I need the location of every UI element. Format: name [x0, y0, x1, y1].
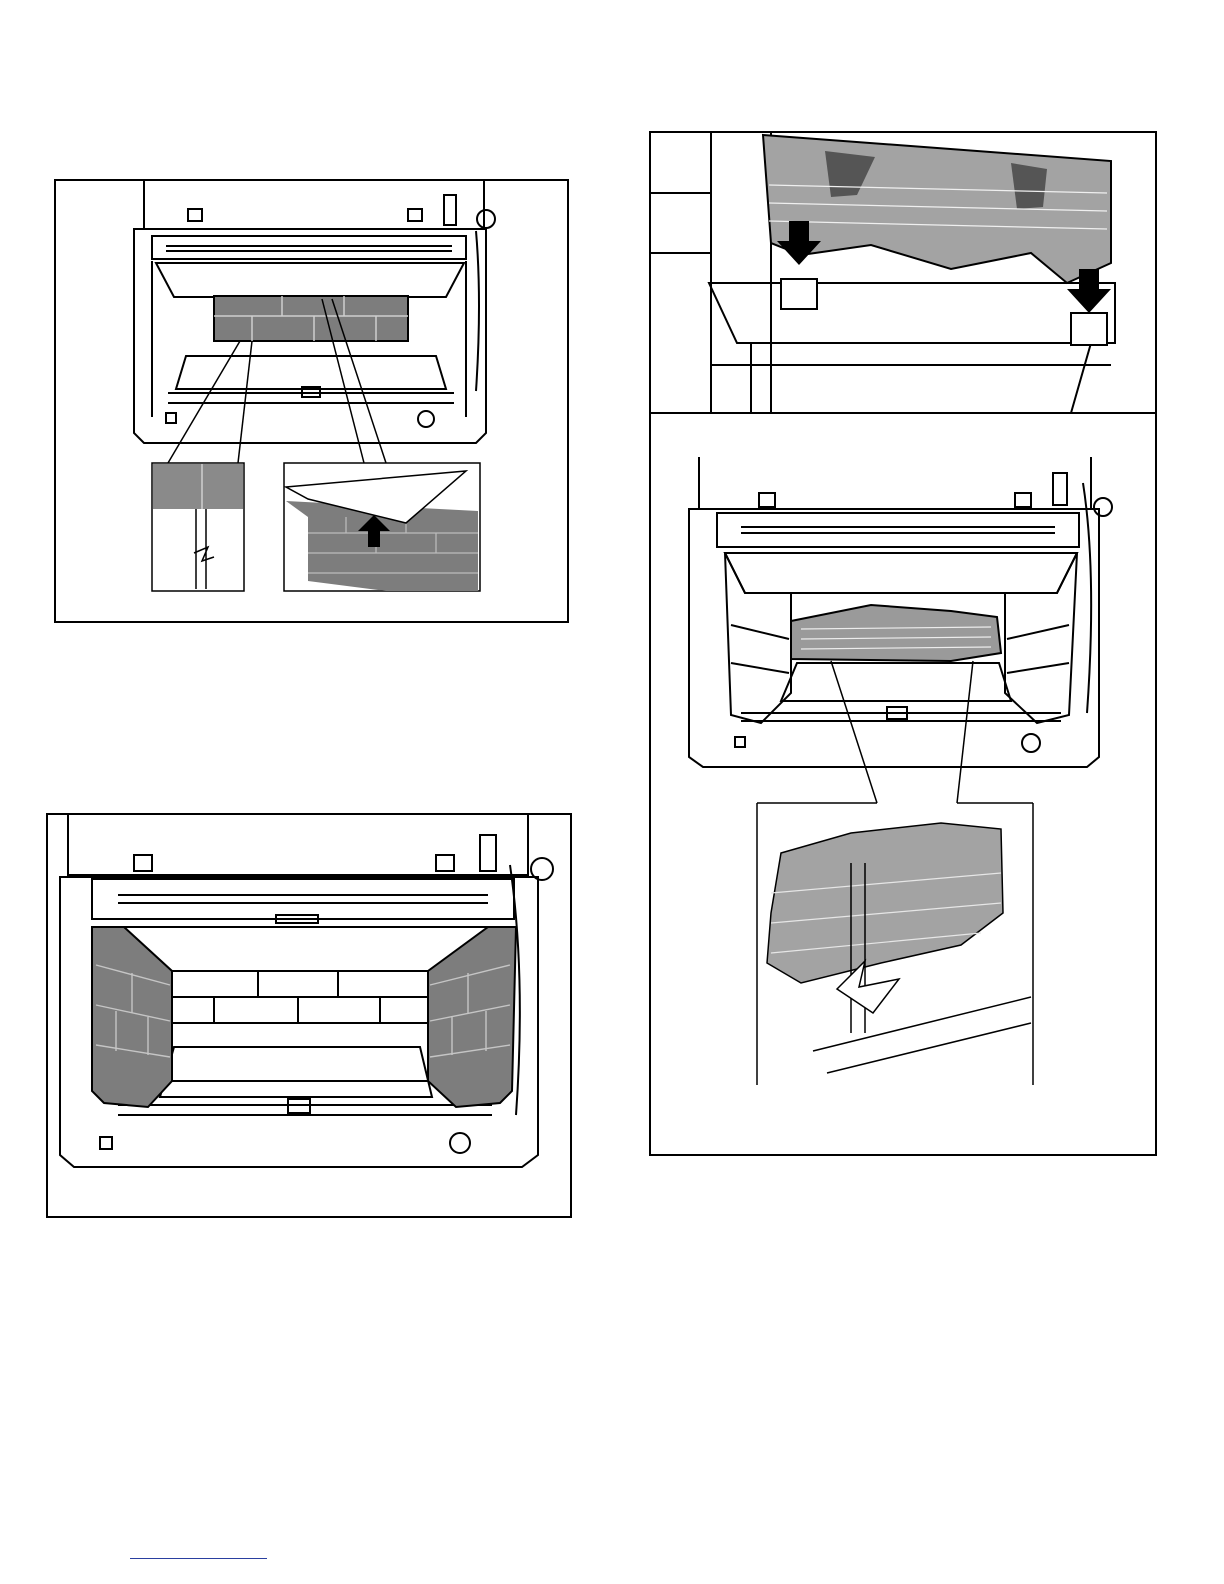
- right-side-brick-panel-shape: [428, 927, 516, 1107]
- figure-side-brick-panels: [46, 813, 572, 1218]
- left-side-brick-panel-shape: [92, 927, 172, 1107]
- footer-rule: [130, 1558, 267, 1559]
- fireplace-log-placement-icon: [651, 133, 1155, 1154]
- detail-inset-log-clip: [757, 803, 1033, 1085]
- log-closeup-detail: [651, 133, 1155, 413]
- detail-inset-clip: [152, 463, 244, 591]
- fireplace-side-brick-panels-icon: [48, 815, 570, 1216]
- rear-brick-panel-shape: [214, 296, 408, 341]
- figure-rear-brick-panel: [54, 179, 569, 623]
- fireplace-with-log: [689, 457, 1112, 803]
- fireplace-rear-brick-panel-icon: [56, 181, 567, 621]
- detail-inset-panel-lift: [284, 463, 480, 591]
- figure-log-placement: [649, 131, 1157, 1156]
